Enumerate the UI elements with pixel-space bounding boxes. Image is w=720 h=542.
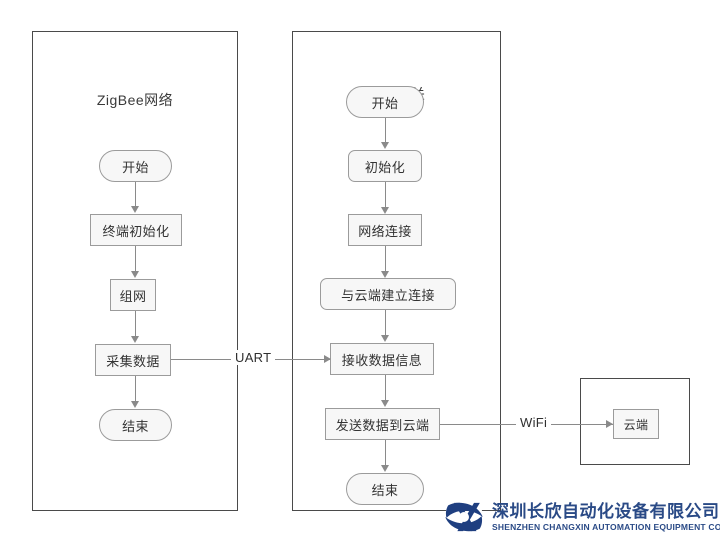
node-zigbee-terminal-init[interactable]: 终端初始化 [90,214,182,246]
arrowhead-uart [324,355,331,363]
arrowhead-zigbee-1 [131,206,139,213]
link-label-uart: UART [231,350,276,365]
arrowhead-wifi [606,420,613,428]
arrowhead-gateway-3 [381,271,389,278]
connector-gateway-6 [385,440,386,466]
node-zigbee-start[interactable]: 开始 [99,150,172,182]
connector-gateway-3 [385,246,386,272]
node-cloud[interactable]: 云端 [613,409,659,439]
connector-gateway-2 [385,182,386,208]
node-gateway-end[interactable]: 结束 [346,473,424,505]
node-zigbee-end[interactable]: 结束 [99,409,172,441]
arrowhead-zigbee-3 [131,336,139,343]
node-zigbee-collect-data[interactable]: 采集数据 [95,344,171,376]
node-gateway-receive-data[interactable]: 接收数据信息 [330,343,434,375]
arrowhead-gateway-2 [381,207,389,214]
connector-zigbee-2 [135,246,136,272]
node-gateway-start[interactable]: 开始 [346,86,424,118]
arrowhead-gateway-6 [381,465,389,472]
arrowhead-gateway-5 [381,400,389,407]
node-zigbee-networking[interactable]: 组网 [110,279,156,311]
company-name-en: SHENZHEN CHANGXIN AUTOMATION EQUIPMENT C… [492,521,720,532]
connector-gateway-4 [385,310,386,336]
company-name-cn: 深圳长欣自动化设备有限公司 [492,501,720,521]
arrowhead-zigbee-4 [131,401,139,408]
zigbee-container-title: ZigBee网络 [96,92,174,108]
connector-zigbee-1 [135,182,136,207]
arrowhead-gateway-1 [381,142,389,149]
node-gateway-init[interactable]: 初始化 [348,150,422,182]
company-logo-text: 深圳长欣自动化设备有限公司 SHENZHEN CHANGXIN AUTOMATI… [492,502,720,533]
node-gateway-send-data[interactable]: 发送数据到云端 [325,408,440,440]
connector-zigbee-4 [135,376,136,402]
connector-gateway-5 [385,375,386,401]
connector-zigbee-3 [135,311,136,337]
connector-gateway-1 [385,118,386,143]
node-gateway-cloud-connect[interactable]: 与云端建立连接 [320,278,456,310]
arrowhead-zigbee-2 [131,271,139,278]
arrowhead-gateway-4 [381,335,389,342]
link-label-wifi: WiFi [516,415,552,430]
node-gateway-network-connect[interactable]: 网络连接 [348,214,422,246]
